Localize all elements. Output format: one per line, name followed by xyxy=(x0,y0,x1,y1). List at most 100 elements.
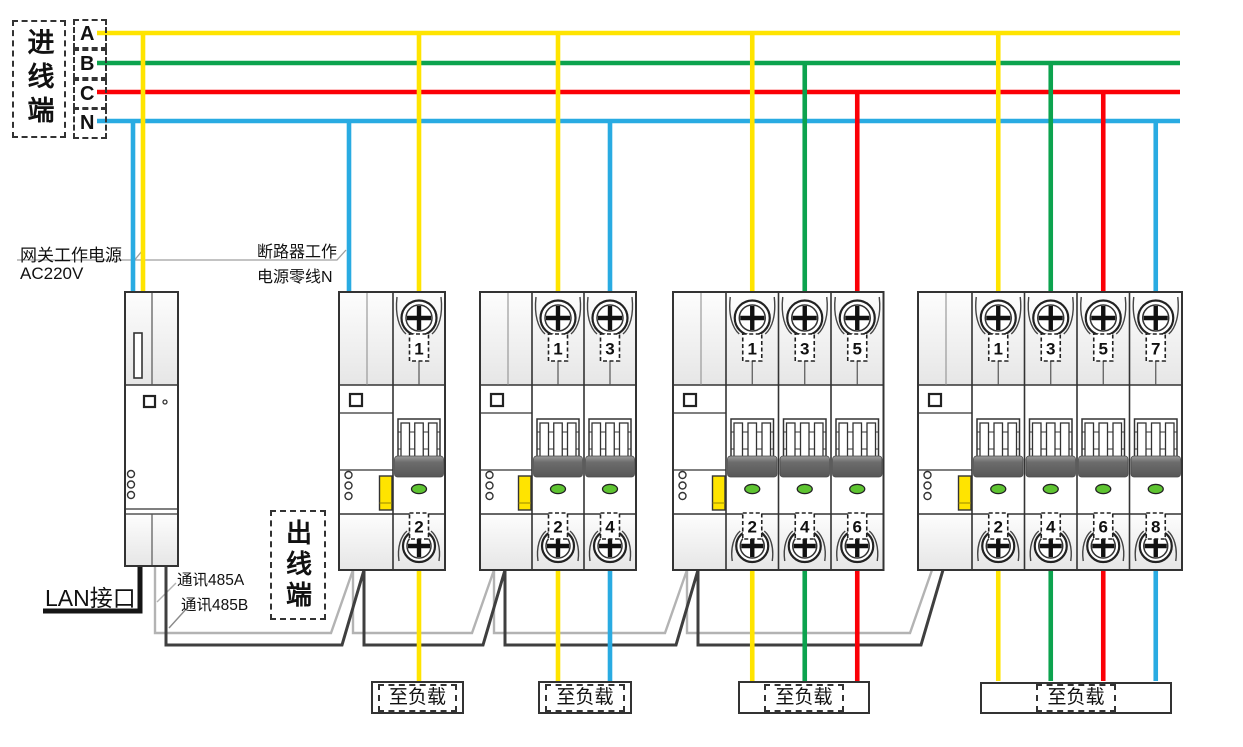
controller-led xyxy=(678,470,687,480)
terminal-number: 3 xyxy=(1046,340,1055,359)
breaker-handle-band xyxy=(1130,455,1181,478)
gateway-power-label-line1: 网关工作电源 xyxy=(20,246,122,265)
lan-cable xyxy=(43,556,143,614)
terminal-number-box xyxy=(794,333,816,362)
terminal-number: 8 xyxy=(1151,518,1160,537)
terminal-number: 1 xyxy=(994,340,1003,359)
controller-led xyxy=(923,481,932,490)
terminal-number: 3 xyxy=(605,340,614,359)
breaker-handle-band xyxy=(533,455,583,478)
breaker-handle-band xyxy=(779,455,830,478)
status-led xyxy=(1095,483,1112,495)
controller-button xyxy=(682,392,698,408)
terminal-number-box xyxy=(599,512,621,540)
gateway-power-label-line2: AC220V xyxy=(20,264,84,283)
terminal-number-box xyxy=(987,333,1009,362)
terminal-number: 6 xyxy=(853,518,862,537)
terminal-number-box xyxy=(741,512,763,540)
load-box-3: 至负载 xyxy=(738,681,870,714)
load-label: 至负载 xyxy=(764,683,844,712)
phase-label-b: B xyxy=(73,49,107,79)
controller-handle xyxy=(378,475,393,511)
terminal-number: 7 xyxy=(1151,340,1160,359)
terminal-number: 5 xyxy=(1099,340,1108,359)
status-led xyxy=(796,483,813,495)
terminal-number: 2 xyxy=(553,518,562,537)
controller-button xyxy=(489,392,505,408)
controller-led xyxy=(923,470,932,480)
terminal-number-box xyxy=(846,333,868,362)
status-led xyxy=(990,483,1007,495)
status-led xyxy=(1042,483,1059,495)
terminal-number: 2 xyxy=(748,518,757,537)
terminal-number-box xyxy=(794,512,816,540)
terminal-number-box xyxy=(547,333,569,362)
gateway-slot xyxy=(133,332,143,379)
gateway-led xyxy=(126,480,136,489)
breaker-handle-band xyxy=(585,455,635,478)
terminal-number-box xyxy=(1092,512,1114,540)
controller-led xyxy=(344,491,353,501)
gateway-device xyxy=(124,291,179,567)
terminal-number-box xyxy=(846,512,868,540)
terminal-number: 6 xyxy=(1099,518,1108,537)
load-box-4: 至负载 xyxy=(980,682,1172,714)
terminal-number: 3 xyxy=(800,340,809,359)
status-led xyxy=(410,483,428,495)
controller-button xyxy=(348,392,364,408)
controller-button xyxy=(927,392,943,408)
terminal-number: 5 xyxy=(853,340,862,359)
controller-led xyxy=(678,491,687,501)
terminal-number: 2 xyxy=(414,518,423,537)
terminal-number: 4 xyxy=(1046,518,1056,537)
terminal-number: 4 xyxy=(605,518,615,537)
terminal-number-box xyxy=(547,512,569,540)
terminal-number-box xyxy=(1092,333,1114,362)
controller-handle xyxy=(517,475,532,511)
load-box-2: 至负载 xyxy=(538,681,632,714)
phase-label-n: N xyxy=(73,108,107,139)
controller-led xyxy=(344,481,353,490)
load-label: 至负载 xyxy=(377,683,457,712)
breaker-handle-band xyxy=(1078,455,1129,478)
load-label: 至负载 xyxy=(545,683,625,712)
terminal-number-box xyxy=(408,333,430,362)
gateway-led xyxy=(126,469,136,479)
terminal-number-box xyxy=(1040,333,1062,362)
bus-lines xyxy=(97,30,1180,124)
terminal-number: 1 xyxy=(553,340,562,359)
breaker-handle-band xyxy=(727,455,778,478)
controller-led xyxy=(485,491,494,501)
terminal-number-box xyxy=(1145,512,1167,540)
terminal-number-box xyxy=(408,512,430,540)
breaker-handle-band xyxy=(973,455,1024,478)
phase-label-a: A xyxy=(73,19,107,49)
status-led xyxy=(549,483,567,495)
controller-led xyxy=(485,481,494,490)
controller-led xyxy=(923,491,932,501)
terminal-number-box xyxy=(987,512,1009,540)
phase-drops xyxy=(130,33,1159,681)
terminal-number-box xyxy=(1040,512,1062,540)
breaker-power-label-line2: 电源零线N xyxy=(257,269,333,286)
breaker-group-2: 1 2 3 4 xyxy=(479,291,637,571)
load-box-1: 至负载 xyxy=(371,681,464,714)
comm-485b-label: 通讯485B xyxy=(181,597,249,614)
breaker-power-label-line1: 断路器工作 xyxy=(257,244,338,261)
status-led xyxy=(1147,483,1164,495)
breaker-group-1: 12 xyxy=(338,291,446,571)
controller-handle xyxy=(711,475,726,511)
status-led xyxy=(849,483,866,495)
terminal-number: 1 xyxy=(748,340,757,359)
phase-label-c: C xyxy=(73,79,107,109)
terminal-number: 1 xyxy=(414,340,423,359)
lan-port-label: LAN接口 xyxy=(45,585,136,611)
controller-led xyxy=(485,470,494,480)
outgoing-terminal-box: 出线端 xyxy=(270,510,326,620)
comm-485a-label: 通讯485A xyxy=(177,572,245,589)
load-label: 至负载 xyxy=(1036,684,1116,712)
terminal-number-box xyxy=(741,333,763,362)
